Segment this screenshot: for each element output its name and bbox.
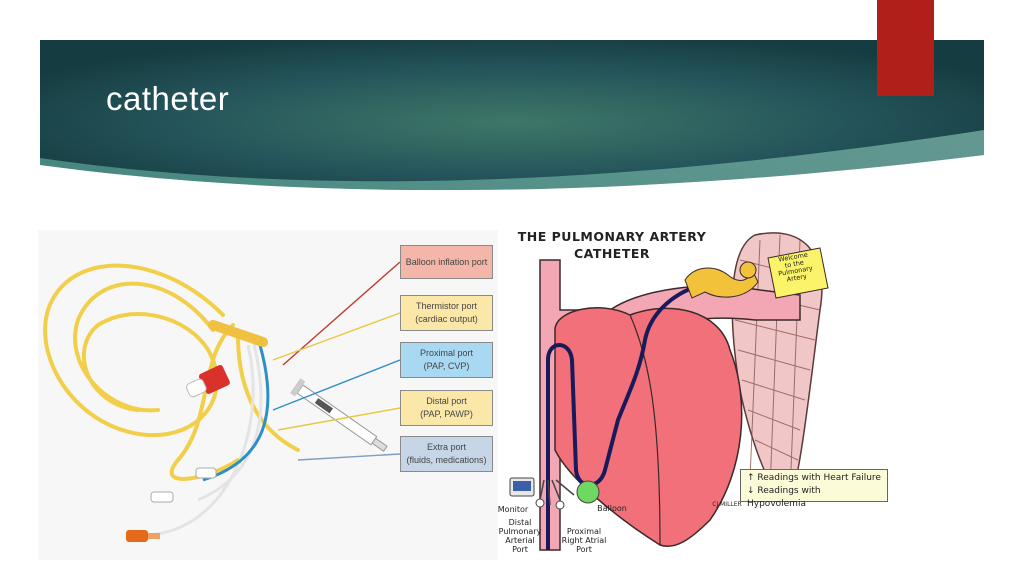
port-label-extra: Extra port (fluids, medications)	[400, 436, 493, 472]
monitor-label: Monitor	[497, 505, 529, 514]
port-label-distal: Distal port (PAP, PAWP)	[400, 390, 493, 426]
distal-line: Port	[512, 545, 528, 554]
slide-title: catheter	[106, 80, 230, 117]
proximal-port-label: Proximal Right Atrial Port	[555, 527, 613, 554]
port-detail: (PAP, CVP)	[423, 361, 470, 371]
proximal-line: Port	[576, 545, 592, 554]
port-detail: (fluids, medications)	[406, 455, 487, 465]
port-name: Balloon inflation port	[405, 256, 488, 267]
readings-legend: ↑ Readings with Heart Failure ↓ Readings…	[740, 469, 888, 509]
port-detail: (cardiac output)	[415, 314, 478, 324]
distal-port-label: Distal Pulmonary Arterial Port	[497, 518, 543, 554]
proximal-line: Right Atrial	[561, 536, 607, 545]
distal-line: Distal	[508, 518, 532, 527]
legend-hypovolemia: ↓ Readings with Hypovolemia	[747, 486, 821, 509]
legend-heart-failure: ↑ Readings with Heart Failure	[747, 473, 881, 483]
port-name: Thermistor port	[415, 301, 477, 311]
distal-line: Arterial	[505, 536, 535, 545]
port-name: Extra port	[426, 442, 466, 452]
title-banner	[40, 40, 984, 200]
distal-line: Pulmonary	[498, 527, 542, 536]
balloon-label: Balloon	[597, 504, 627, 513]
port-name: Distal port	[426, 396, 467, 406]
diagram-title-line1: THE PULMONARY ARTERY	[517, 229, 707, 244]
port-detail: (PAP, PAWP)	[420, 409, 473, 419]
artist-signature: CJ MILLER	[712, 501, 742, 508]
port-name: Proximal port	[419, 348, 473, 358]
port-label-thermistor: Thermistor port (cardiac output)	[400, 295, 493, 331]
port-label-balloon: Balloon inflation port	[400, 245, 493, 279]
red-accent-tab	[877, 0, 934, 96]
diagram-title-line2: CATHETER	[573, 246, 651, 261]
heart-diagram	[509, 232, 829, 551]
proximal-line: Proximal	[566, 527, 602, 536]
port-label-proximal: Proximal port (PAP, CVP)	[400, 342, 493, 378]
